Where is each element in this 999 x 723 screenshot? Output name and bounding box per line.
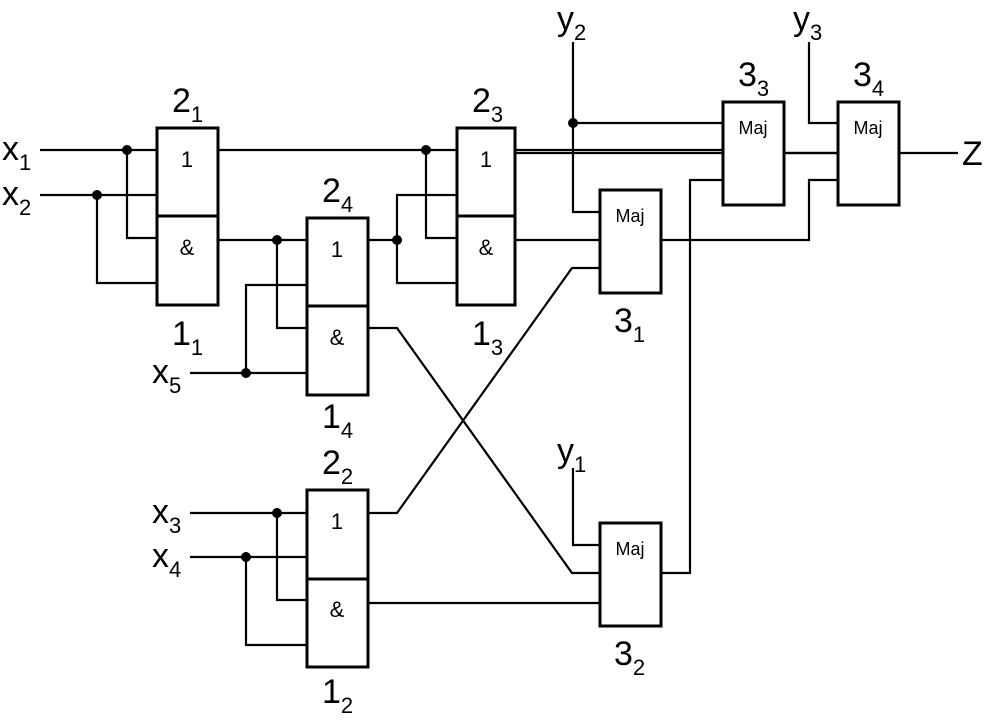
input-label-x4: x4 xyxy=(152,537,181,582)
and-symbol: & xyxy=(180,235,195,260)
or-symbol: 1 xyxy=(331,237,343,262)
maj-symbol: Maj xyxy=(615,206,644,226)
junction-dot xyxy=(392,235,402,245)
junction-dot xyxy=(241,368,251,378)
and-symbol: & xyxy=(479,235,494,260)
wire-y3 xyxy=(809,42,838,123)
maj-symbol: Maj xyxy=(853,118,882,138)
block-label-3_1: 31 xyxy=(614,302,645,347)
or-symbol: 1 xyxy=(480,147,492,172)
block-label-1_2: 12 xyxy=(322,673,353,718)
input-label-y3: y3 xyxy=(793,0,822,45)
gates: 1 & 1 & 1 & 1 & Maj Maj Maj Maj xyxy=(157,102,899,667)
junction-dot xyxy=(92,190,102,200)
maj-symbol: Maj xyxy=(615,539,644,559)
block-label-3_4: 34 xyxy=(853,56,884,101)
wire-2_4-branch xyxy=(397,240,457,283)
wire-y1 xyxy=(573,468,600,545)
output-label-z: Z xyxy=(962,135,983,173)
junction-dot xyxy=(272,235,282,245)
block-label-2_4: 24 xyxy=(322,172,353,217)
block-label-2_3: 23 xyxy=(472,82,503,127)
junction-dot xyxy=(122,145,132,155)
or-symbol: 1 xyxy=(331,509,343,534)
wire-y2 xyxy=(573,42,600,212)
input-label-x5: x5 xyxy=(152,353,181,398)
block-label-3_3: 33 xyxy=(738,56,769,101)
and-symbol: & xyxy=(330,597,345,622)
junction-dot xyxy=(272,508,282,518)
block-label-2_1: 21 xyxy=(172,82,203,127)
block-label-1_4: 14 xyxy=(322,398,353,443)
input-label-y2: y2 xyxy=(557,0,586,45)
junction-dot xyxy=(241,552,251,562)
block-label-2_2: 22 xyxy=(322,444,353,489)
block-label-1_3: 13 xyxy=(472,315,503,360)
input-label-x3: x3 xyxy=(152,493,181,538)
and-symbol: & xyxy=(330,325,345,350)
input-label-x1: x1 xyxy=(2,130,31,175)
input-label-y1: y1 xyxy=(557,432,586,477)
junction-dot xyxy=(568,118,578,128)
block-label-1_1: 11 xyxy=(172,315,203,360)
junction-dot xyxy=(421,145,431,155)
maj-symbol: Maj xyxy=(738,118,767,138)
or-symbol: 1 xyxy=(181,147,193,172)
block-label-3_2: 32 xyxy=(614,635,645,680)
input-label-x2: x2 xyxy=(2,175,31,220)
